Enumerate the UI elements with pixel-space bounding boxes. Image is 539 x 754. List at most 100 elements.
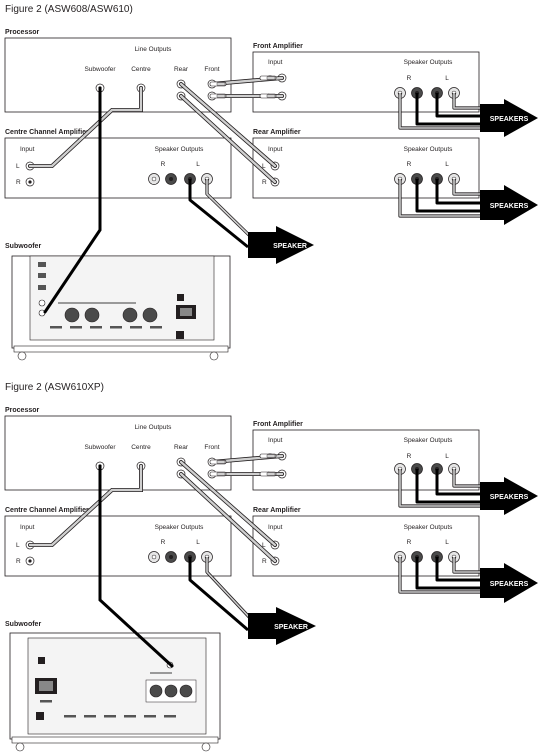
rear-output-label: Rear bbox=[174, 66, 189, 73]
rear-amp-box bbox=[252, 515, 480, 577]
centre-amp-l-label: L bbox=[196, 161, 200, 168]
front-speakers-label: SPEAKERS bbox=[490, 494, 529, 501]
rear-amp-l-input-label: L bbox=[262, 542, 266, 549]
front-amp-box bbox=[252, 51, 480, 113]
front-amp-label: Front Amplifier bbox=[253, 43, 303, 50]
rear-amp-l-label: L bbox=[445, 161, 449, 168]
rear-speakers-arrow: SPEAKERS bbox=[480, 563, 538, 603]
front-amp-l-label: L bbox=[445, 453, 449, 460]
subwoofer-output-label: Subwoofer bbox=[84, 66, 116, 73]
centre-amp-r-input-label: R bbox=[16, 179, 21, 186]
centre-speaker-label: SPEAKER bbox=[273, 243, 307, 250]
front-cable-plug bbox=[259, 93, 277, 99]
front-cable-plug bbox=[259, 453, 277, 459]
front-amp-r-label: R bbox=[407, 453, 412, 460]
rear-amp-r-input-label: R bbox=[262, 558, 267, 565]
centre-input-cable bbox=[28, 464, 143, 547]
centre-speaker-wires bbox=[188, 557, 252, 632]
rear-amp-r-label: R bbox=[407, 539, 412, 546]
subwoofer-unit bbox=[9, 632, 221, 752]
centre-amp-l-input-label: L bbox=[16, 542, 20, 549]
figure-1: Figure 2 (ASW608/ASW610) Processor Line … bbox=[4, 4, 538, 361]
centre-amp-input-jack-r bbox=[25, 177, 35, 187]
rear-amp-r-input-label: R bbox=[262, 179, 267, 186]
subwoofer-unit bbox=[11, 255, 231, 361]
figure-2: Figure 2 (ASW610XP) Processor Line Outpu… bbox=[4, 382, 538, 752]
rear-amp-box bbox=[252, 137, 480, 199]
front-amp-box bbox=[252, 429, 480, 491]
centre-amp-terminal bbox=[165, 173, 177, 185]
centre-amp-terminal bbox=[148, 551, 160, 563]
centre-amp-speaker-outputs-label: Speaker Outputs bbox=[155, 524, 205, 531]
rear-speakers-label: SPEAKERS bbox=[490, 581, 529, 588]
front-speaker-wires bbox=[398, 93, 480, 130]
centre-amp-terminal bbox=[165, 551, 177, 563]
rear-input-cables bbox=[179, 460, 277, 563]
centre-amp-input-label: Input bbox=[20, 146, 35, 153]
front-cable-plug bbox=[209, 81, 227, 87]
front-cable-plug bbox=[209, 459, 227, 465]
front-amp-r-label: R bbox=[407, 75, 412, 82]
processor-label: Processor bbox=[5, 29, 40, 36]
rear-amp-label: Rear Amplifier bbox=[253, 129, 301, 136]
centre-amp-input-label: Input bbox=[20, 524, 35, 531]
centre-amp-r-input-label: R bbox=[16, 558, 21, 565]
rear-speakers-label: SPEAKERS bbox=[490, 203, 529, 210]
subwoofer-label: Subwoofer bbox=[5, 243, 41, 250]
rear-amp-speaker-outputs-label: Speaker Outputs bbox=[404, 524, 454, 531]
subwoofer-output-label: Subwoofer bbox=[84, 444, 116, 451]
subwoofer-cable bbox=[43, 86, 102, 314]
rear-amp-input-label: Input bbox=[268, 146, 283, 153]
rear-speaker-wires bbox=[398, 557, 480, 594]
front-amp-input-label: Input bbox=[268, 437, 283, 444]
centre-amp-terminal bbox=[148, 173, 160, 185]
rear-input-cables bbox=[179, 82, 277, 184]
rear-speakers-arrow: SPEAKERS bbox=[480, 185, 538, 225]
centre-amp-r-label: R bbox=[161, 539, 166, 546]
front-amp-l-label: L bbox=[445, 75, 449, 82]
centre-amp-r-label: R bbox=[161, 161, 166, 168]
front-amp-speaker-outputs-label: Speaker Outputs bbox=[404, 59, 454, 66]
subwoofer-label: Subwoofer bbox=[5, 621, 41, 628]
figure-title: Figure 2 (ASW608/ASW610) bbox=[5, 4, 133, 15]
centre-amp-l-input-label: L bbox=[16, 163, 20, 170]
front-speakers-label: SPEAKERS bbox=[490, 116, 529, 123]
centre-amp-speaker-outputs-label: Speaker Outputs bbox=[155, 146, 205, 153]
line-outputs-label: Line Outputs bbox=[135, 424, 173, 431]
centre-amp-label: Centre Channel Amplifier bbox=[5, 507, 89, 514]
front-cable-plug bbox=[259, 75, 277, 81]
centre-amp-label: Centre Channel Amplifier bbox=[5, 129, 89, 136]
centre-input-cable bbox=[28, 86, 143, 168]
processor-box bbox=[4, 37, 232, 113]
subwoofer-cable bbox=[98, 464, 174, 668]
centre-output-label: Centre bbox=[131, 66, 151, 73]
line-outputs-label: Line Outputs bbox=[135, 46, 173, 53]
centre-speaker-arrow: SPEAKER bbox=[248, 607, 316, 645]
rear-speaker-wires bbox=[398, 179, 480, 218]
front-amp-input-label: Input bbox=[268, 59, 283, 66]
rear-amp-l-input-label: L bbox=[262, 163, 266, 170]
front-output-label: Front bbox=[204, 66, 219, 73]
rear-amp-input-label: Input bbox=[268, 524, 283, 531]
front-speaker-wires bbox=[398, 469, 480, 508]
processor-box bbox=[4, 415, 232, 491]
centre-output-label: Centre bbox=[131, 444, 151, 451]
front-amp-speaker-outputs-label: Speaker Outputs bbox=[404, 437, 454, 444]
rear-amp-l-label: L bbox=[445, 539, 449, 546]
rear-output-label: Rear bbox=[174, 444, 189, 451]
centre-speaker-wires bbox=[188, 179, 252, 249]
front-amp-label: Front Amplifier bbox=[253, 421, 303, 428]
rear-amp-r-label: R bbox=[407, 161, 412, 168]
processor-label: Processor bbox=[5, 407, 40, 414]
front-speakers-arrow: SPEAKERS bbox=[480, 99, 538, 137]
centre-amp-l-label: L bbox=[196, 539, 200, 546]
centre-amp-input-jack-r bbox=[25, 556, 35, 566]
front-speakers-arrow: SPEAKERS bbox=[480, 477, 538, 515]
figure-title: Figure 2 (ASW610XP) bbox=[5, 382, 104, 393]
centre-speaker-label: SPEAKER bbox=[274, 624, 308, 631]
centre-speaker-arrow: SPEAKER bbox=[248, 226, 314, 264]
front-cable-plug bbox=[259, 471, 277, 477]
rear-amp-label: Rear Amplifier bbox=[253, 507, 301, 514]
rear-amp-speaker-outputs-label: Speaker Outputs bbox=[404, 146, 454, 153]
